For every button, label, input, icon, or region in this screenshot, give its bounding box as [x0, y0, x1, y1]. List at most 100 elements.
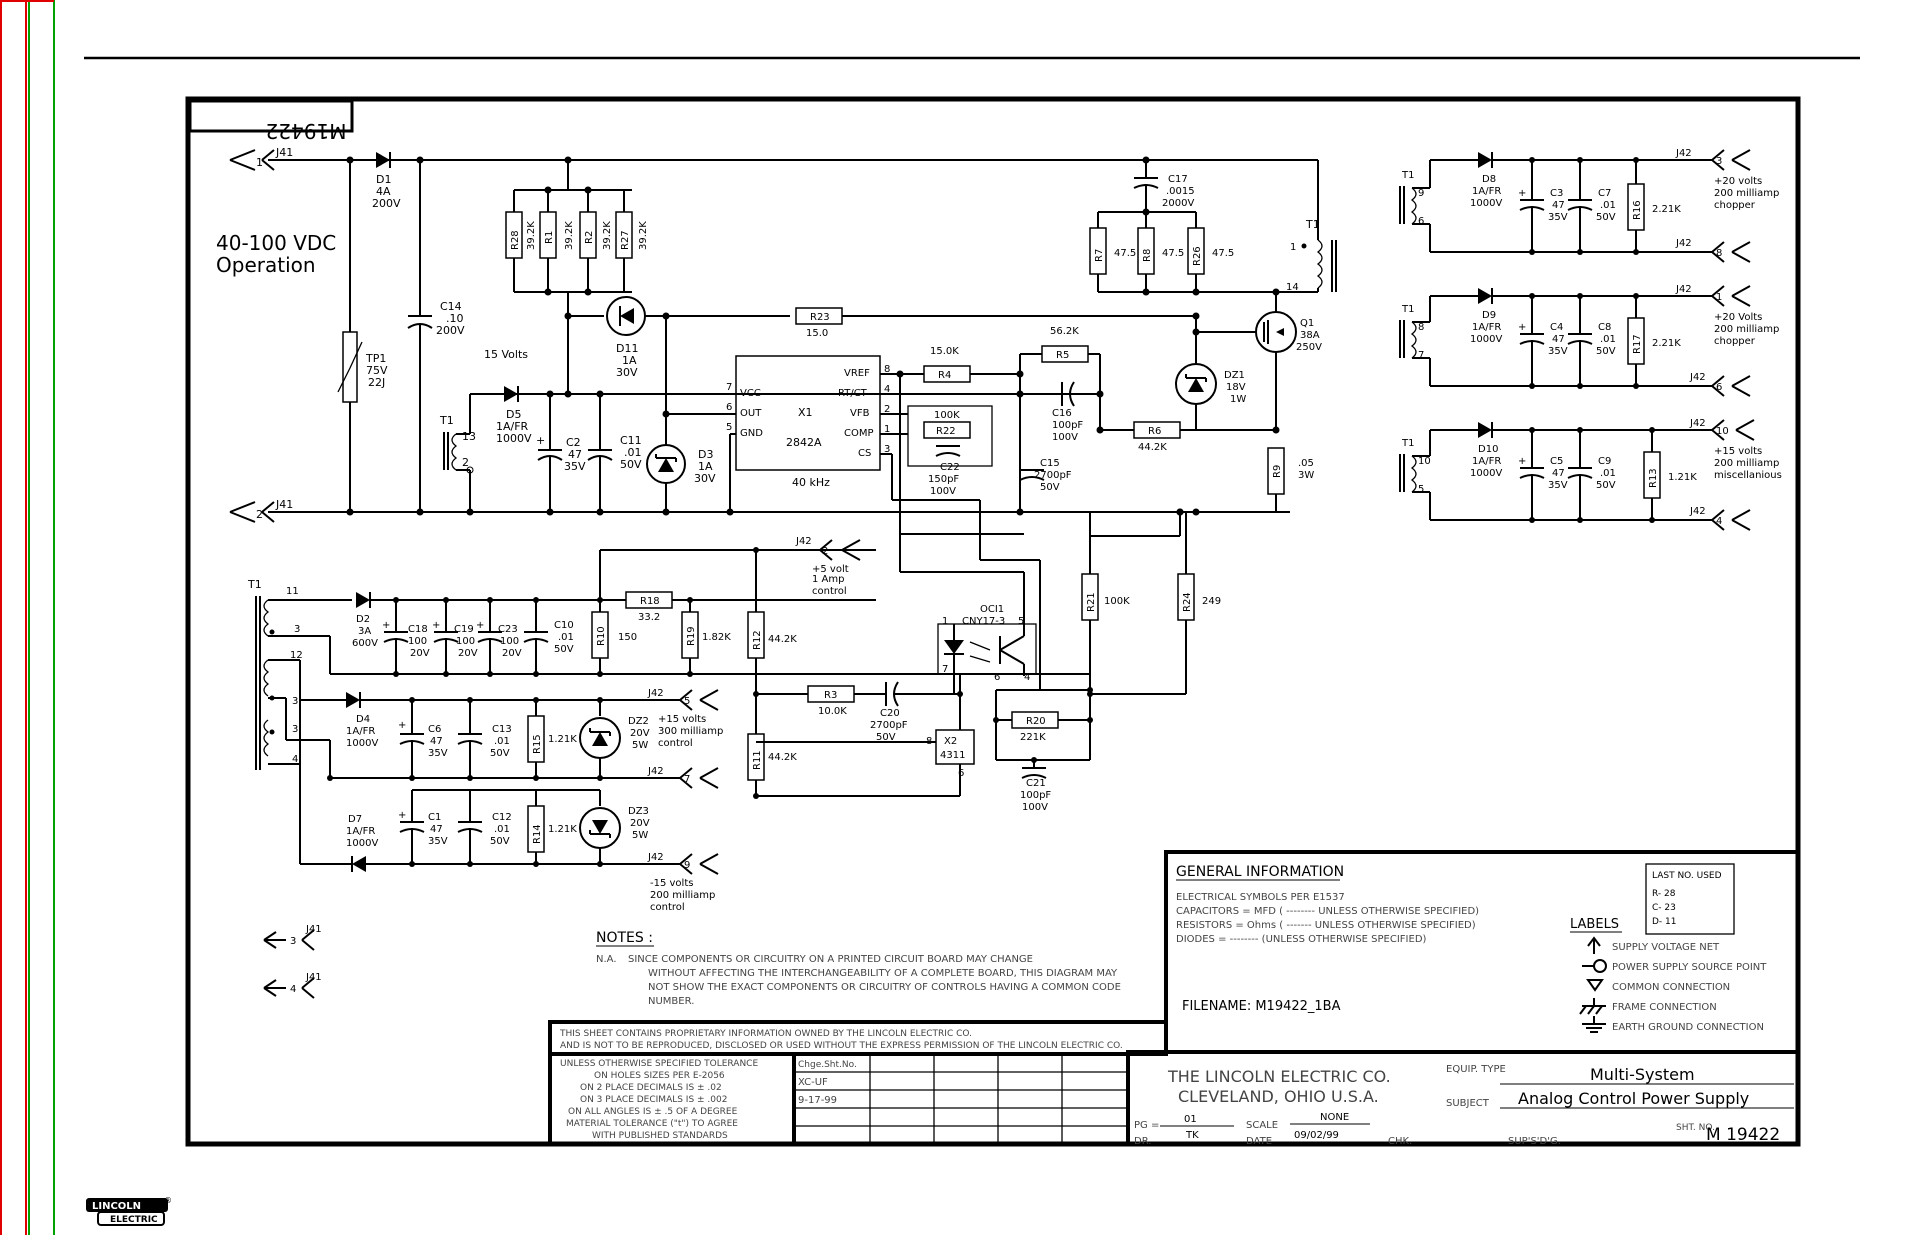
svg-text:R22: R22 [936, 426, 956, 437]
svg-text:WITH PUBLISHED STANDARDS: WITH PUBLISHED STANDARDS [592, 1131, 728, 1141]
svg-text:C17: C17 [1168, 174, 1188, 185]
svg-text:C11: C11 [620, 434, 642, 447]
svg-text:1W: 1W [1230, 394, 1246, 405]
svg-text:2: 2 [884, 404, 890, 415]
svg-text:20V: 20V [502, 648, 522, 659]
svg-text:.01: .01 [624, 446, 642, 459]
svg-text:50V: 50V [554, 644, 574, 655]
svg-text:5W: 5W [632, 830, 648, 841]
svg-text:3: 3 [884, 444, 890, 455]
svg-text:9-17-99: 9-17-99 [798, 1095, 837, 1106]
svg-text:UNLESS OTHERWISE SPECIFIED TOL: UNLESS OTHERWISE SPECIFIED TOLERANCE [560, 1059, 758, 1069]
svg-text:DZ2: DZ2 [628, 716, 649, 727]
svg-text:20V: 20V [458, 648, 478, 659]
svg-text:VCC: VCC [740, 388, 761, 399]
output-sections: T1 9 6 D8 1A/FR 1000V + C3 47 35V C7 .01… [1399, 148, 1782, 531]
svg-text:R16: R16 [1632, 200, 1643, 220]
svg-text:T1: T1 [1401, 438, 1414, 449]
svg-text:47.5: 47.5 [1114, 248, 1136, 259]
svg-text:7: 7 [942, 664, 948, 675]
svg-text:FRAME CONNECTION: FRAME CONNECTION [1612, 1002, 1717, 1013]
svg-text:R13: R13 [1648, 468, 1659, 488]
svg-text:200 milliamp: 200 milliamp [1714, 458, 1779, 469]
drawing-id-text: M19422 [266, 119, 347, 143]
svg-text:39.2K: 39.2K [526, 221, 537, 250]
svg-text:R4: R4 [938, 370, 951, 381]
svg-text:2.21K: 2.21K [1652, 338, 1681, 349]
svg-text:NUMBER.: NUMBER. [648, 996, 694, 1007]
svg-text:Chge.Sht.No.: Chge.Sht.No. [798, 1060, 857, 1070]
svg-text:44.2K: 44.2K [768, 752, 797, 763]
svg-text:35V: 35V [428, 836, 448, 847]
svg-text:47: 47 [1552, 468, 1565, 479]
svg-text:.01: .01 [558, 632, 574, 643]
svg-text:SINCE COMPONENTS OR CIRCUITRY: SINCE COMPONENTS OR CIRCUITRY ON A PRINT… [628, 954, 1033, 965]
svg-text:200 milliamp: 200 milliamp [650, 890, 715, 901]
svg-text:R3: R3 [824, 690, 837, 701]
svg-text:chopper: chopper [1714, 200, 1756, 211]
svg-text:100: 100 [408, 636, 427, 647]
svg-text:C15: C15 [1040, 458, 1060, 469]
svg-text:Analog Control Power Supply: Analog Control Power Supply [1518, 1089, 1749, 1108]
svg-text:R12: R12 [752, 630, 763, 650]
svg-text:250V: 250V [1296, 342, 1322, 353]
svg-text:1: 1 [256, 156, 263, 169]
svg-text:75V: 75V [366, 364, 388, 377]
svg-text:4: 4 [292, 754, 298, 765]
svg-text:+: + [1518, 456, 1526, 467]
svg-text:NOTES :: NOTES : [596, 930, 653, 946]
svg-text:1A/FR: 1A/FR [346, 726, 375, 737]
svg-text:2: 2 [256, 508, 263, 521]
svg-text:EARTH GROUND CONNECTION: EARTH GROUND CONNECTION [1612, 1022, 1764, 1033]
svg-text:39.2K: 39.2K [602, 221, 613, 250]
svg-text:C- 23: C- 23 [1652, 903, 1676, 913]
svg-text:3A: 3A [358, 626, 371, 637]
svg-text:.0015: .0015 [1166, 186, 1195, 197]
svg-text:CAPACITORS = MFD ( ------: CAPACITORS = MFD ( -------- UNLESS OTHER… [1176, 906, 1479, 917]
svg-text:D10: D10 [1478, 444, 1498, 455]
svg-text:M 19422: M 19422 [1706, 1125, 1780, 1145]
svg-text:7: 7 [726, 382, 732, 393]
svg-text:Multi-System: Multi-System [1590, 1065, 1695, 1084]
svg-text:ELECTRICAL SYMBOLS PER E1537: ELECTRICAL SYMBOLS PER E1537 [1176, 892, 1345, 903]
svg-text:T1: T1 [439, 414, 454, 427]
svg-text:50V: 50V [1040, 482, 1060, 493]
svg-text:1A/FR: 1A/FR [1472, 322, 1501, 333]
svg-text:ON 3 PLACE DECIMALS IS ± .002: ON 3 PLACE DECIMALS IS ± .002 [580, 1095, 727, 1105]
svg-text:4: 4 [1024, 672, 1030, 683]
svg-text:TP1: TP1 [365, 352, 386, 365]
svg-text:100pF: 100pF [1052, 420, 1083, 431]
svg-text:DZ1: DZ1 [1224, 370, 1245, 381]
svg-text:C19: C19 [454, 624, 474, 635]
svg-text:35V: 35V [564, 460, 586, 473]
svg-text:OCI1: OCI1 [980, 604, 1004, 615]
svg-text:30V: 30V [616, 366, 638, 379]
svg-text:R18: R18 [640, 596, 660, 607]
svg-text:DR.: DR. [1134, 1136, 1151, 1147]
svg-text:4A: 4A [376, 185, 391, 198]
svg-text:.10: .10 [446, 312, 464, 325]
svg-text:+15 volts: +15 volts [658, 714, 706, 725]
lincoln-electric-logo: LINCOLN ELECTRIC ® [86, 1196, 172, 1226]
svg-text:6: 6 [958, 768, 964, 779]
svg-text:LINCOLN: LINCOLN [92, 1201, 141, 1212]
svg-text:47: 47 [1552, 334, 1565, 345]
svg-text:+: + [536, 434, 545, 447]
svg-text:C16: C16 [1052, 408, 1072, 419]
svg-text:8: 8 [1716, 248, 1722, 259]
svg-text:VREF: VREF [844, 368, 870, 379]
svg-text:D7: D7 [348, 814, 362, 825]
svg-text:1000V: 1000V [496, 432, 532, 445]
svg-text:COMMON CONNECTION: COMMON CONNECTION [1612, 982, 1730, 993]
svg-text:CLEVELAND, OHIO U.S.A.: CLEVELAND, OHIO U.S.A. [1178, 1087, 1379, 1106]
svg-text:T1: T1 [1401, 170, 1414, 181]
svg-text:.01: .01 [1600, 334, 1616, 345]
svg-text:NONE: NONE [1320, 1112, 1349, 1123]
drawing-id-box [188, 99, 354, 133]
svg-text:40 kHz: 40 kHz [792, 476, 830, 489]
general-info-block: GENERAL INFORMATION ELECTRICAL SYMBOLS P… [1164, 850, 1800, 1054]
svg-text:X2: X2 [944, 736, 957, 747]
svg-text:GND: GND [740, 428, 763, 439]
svg-text:22J: 22J [368, 376, 385, 389]
